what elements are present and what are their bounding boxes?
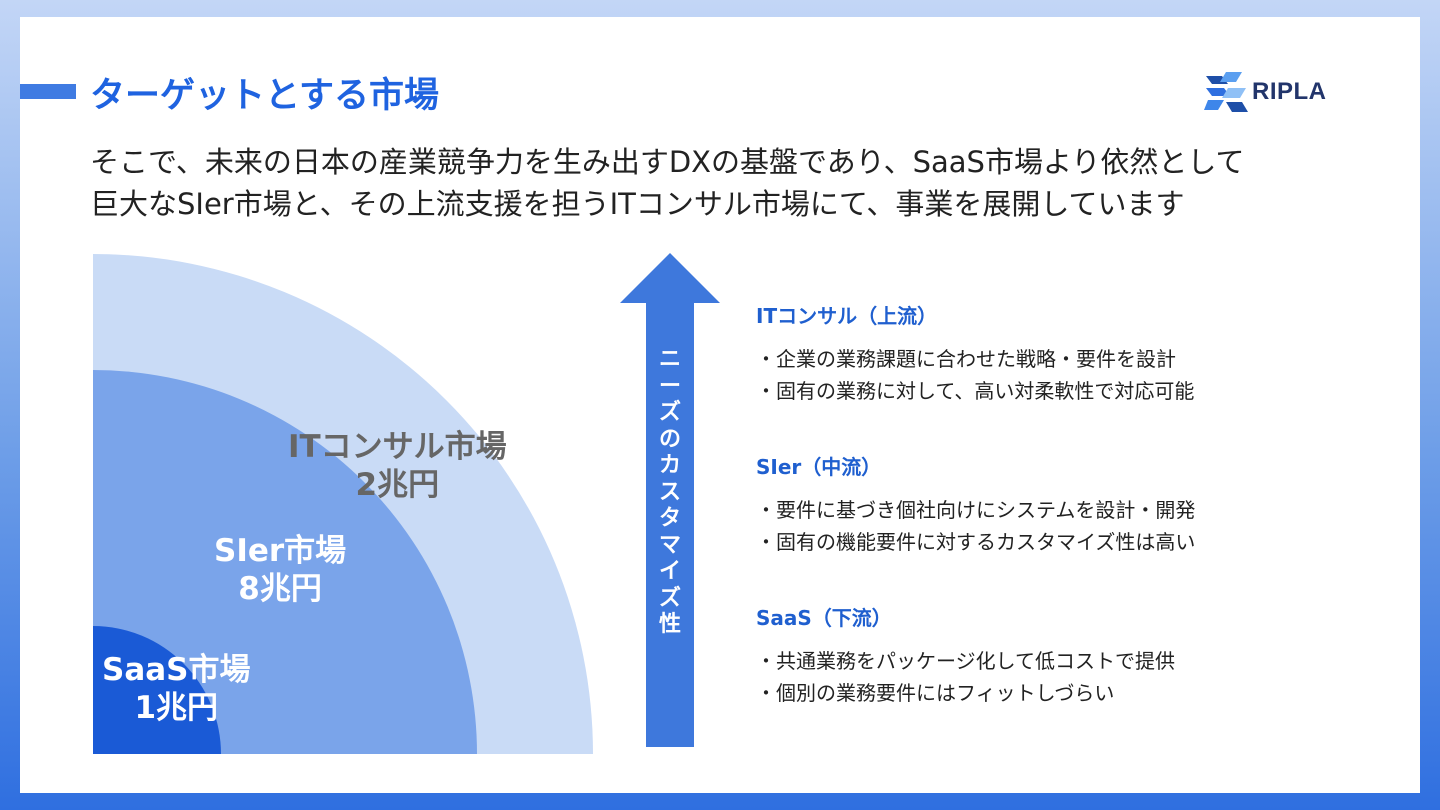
list-item: 固有の業務に対して、高い対柔軟性で対応可能 xyxy=(756,375,1396,407)
sier-market-name: SIer市場 xyxy=(214,533,347,569)
arrow-char: ズ xyxy=(658,400,681,425)
arrow-char: の xyxy=(658,426,681,452)
sier-description: SIer（中流） 要件に基づき個社向けにシステムを設計・開発 固有の機能要件に対… xyxy=(756,451,1396,558)
saas-bullets: 共通業務をパッケージ化して低コストで提供 個別の業務要件にはフィットしづらい xyxy=(756,645,1396,709)
arrow-char: ズ xyxy=(658,585,681,611)
slide: ターゲットとする市場 RIPLA そこで、未来の日本の産業競争力を生み出すDXの… xyxy=(20,17,1420,793)
itconsul-heading: ITコンサル（上流） xyxy=(756,304,938,328)
ripla-logo-icon xyxy=(1204,71,1248,112)
itconsul-market-label: ITコンサル市場 2兆円 xyxy=(288,428,507,504)
arrow-char: ス xyxy=(658,479,681,505)
logo: RIPLA xyxy=(1202,69,1342,114)
arrow-char: カ xyxy=(658,453,681,478)
lead-line-1: そこで、未来の日本の産業競争力を生み出すDXの基盤であり、SaaS市場より依然と… xyxy=(90,145,1245,179)
sier-bullets: 要件に基づき個社向けにシステムを設計・開発 固有の機能要件に対するカスタマイズ性… xyxy=(756,494,1396,558)
saas-market-name: SaaS市場 xyxy=(102,652,251,688)
page-title: ターゲットとする市場 xyxy=(90,76,439,116)
customization-arrow xyxy=(620,253,720,747)
arrow-char: ニ xyxy=(658,347,681,372)
arrow-char: ー xyxy=(658,373,681,399)
itconsul-bullets: 企業の業務課題に合わせた戦略・要件を設計 固有の業務に対して、高い対柔軟性で対応… xyxy=(756,343,1396,407)
lead-text: そこで、未来の日本の産業競争力を生み出すDXの基盤であり、SaaS市場より依然と… xyxy=(90,141,1370,225)
list-item: 固有の機能要件に対するカスタマイズ性は高い xyxy=(756,526,1396,558)
itconsul-market-size: 2兆円 xyxy=(355,467,440,503)
sier-market-label: SIer市場 8兆円 xyxy=(214,532,346,608)
arrow-char: イ xyxy=(658,559,681,584)
saas-market-shape xyxy=(93,626,221,754)
saas-heading: SaaS（下流） xyxy=(756,606,892,630)
arrow-char: タ xyxy=(658,506,681,531)
sier-market-size: 8兆円 xyxy=(238,571,322,607)
saas-market-label: SaaS市場 1兆円 xyxy=(102,651,251,727)
list-item: 要件に基づき個社向けにシステムを設計・開発 xyxy=(756,494,1396,526)
market-size-quarters xyxy=(93,254,593,754)
arrow-char: 性 xyxy=(658,612,681,637)
list-item: 企業の業務課題に合わせた戦略・要件を設計 xyxy=(756,343,1396,375)
saas-description: SaaS（下流） 共通業務をパッケージ化して低コストで提供 個別の業務要件にはフ… xyxy=(756,602,1396,709)
itconsul-market-name: ITコンサル市場 xyxy=(288,429,507,465)
lead-line-2: 巨大なSIer市場と、その上流支援を担うITコンサル市場にて、事業を展開していま… xyxy=(90,187,1185,221)
list-item: 個別の業務要件にはフィットしづらい xyxy=(756,677,1396,709)
sier-market-shape xyxy=(93,370,477,754)
title-accent-bar xyxy=(20,84,76,99)
saas-market-size: 1兆円 xyxy=(134,690,219,726)
logo-text: RIPLA xyxy=(1252,77,1327,105)
arrow-char: マ xyxy=(658,532,681,558)
sier-heading: SIer（中流） xyxy=(756,455,882,479)
arrow-label: ニ ー ズ の カ ス タ マ イ ズ 性 xyxy=(652,347,688,639)
itconsul-description: ITコンサル（上流） 企業の業務課題に合わせた戦略・要件を設計 固有の業務に対し… xyxy=(756,300,1396,407)
list-item: 共通業務をパッケージ化して低コストで提供 xyxy=(756,645,1396,677)
